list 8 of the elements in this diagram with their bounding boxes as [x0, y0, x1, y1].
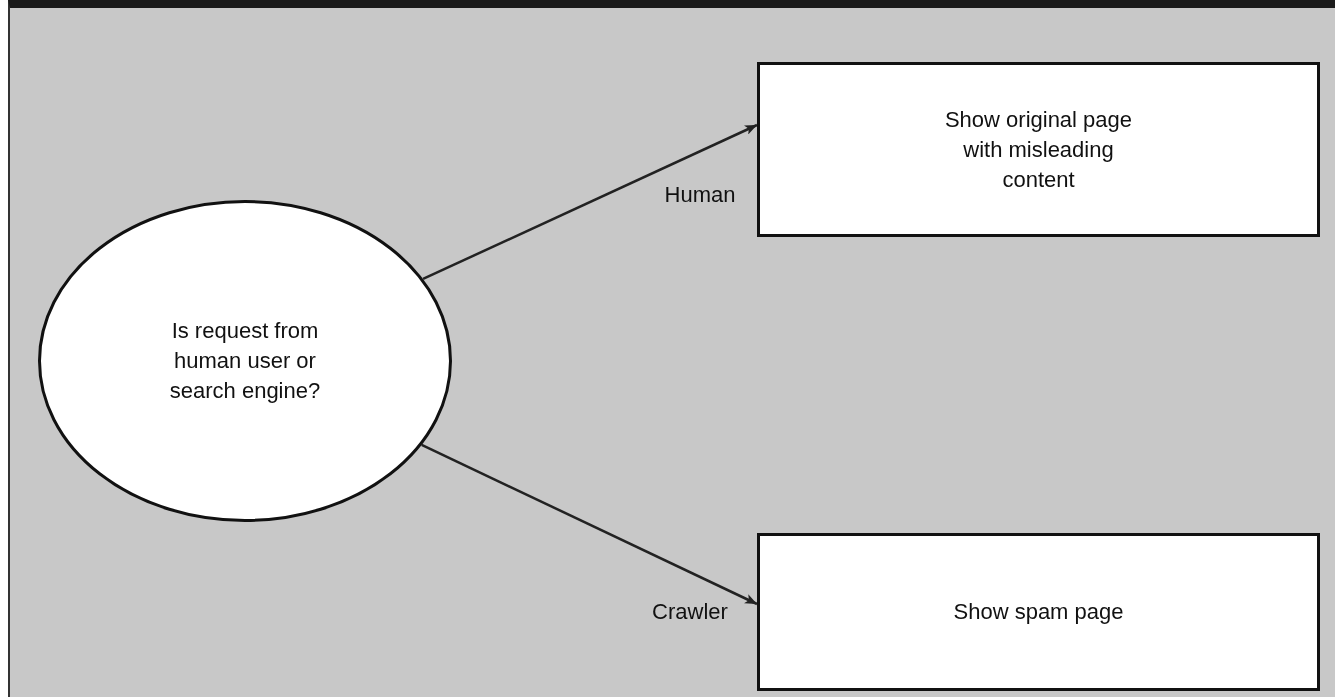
arrow: [421, 443, 758, 606]
node-text: Show spam page: [952, 598, 1125, 626]
process-box: [757, 533, 1320, 691]
node-text: Show original page with misleading content: [943, 105, 1134, 194]
arrow: [422, 123, 758, 281]
node-text: Is request from human user or search engine?: [168, 317, 322, 405]
process-box: [757, 62, 1320, 237]
decision-ellipse: [38, 200, 452, 522]
